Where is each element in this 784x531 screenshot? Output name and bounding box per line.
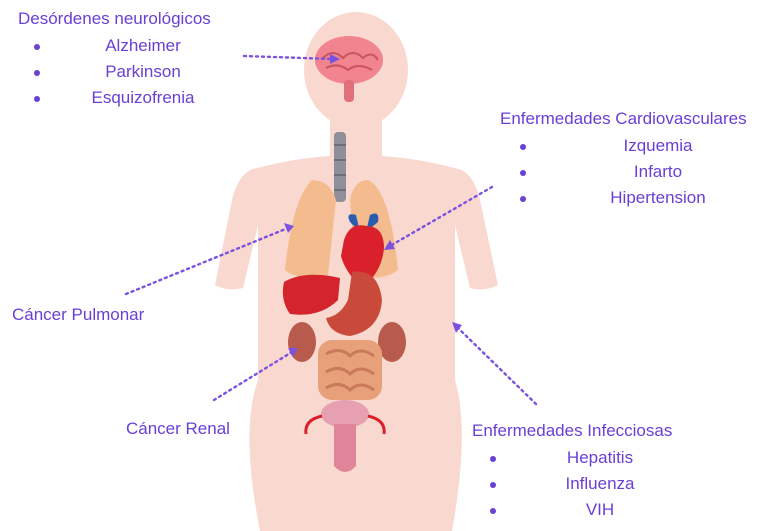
pulmonar-title: Cáncer Pulmonar — [12, 306, 144, 323]
bullet-icon — [34, 70, 40, 76]
bullet-icon — [490, 482, 496, 488]
cardio-item: Izquemia — [568, 137, 748, 154]
bullet-icon — [520, 144, 526, 150]
cardio-item: Infarto — [568, 163, 748, 180]
bullet-icon — [34, 96, 40, 102]
right-kidney-icon — [378, 322, 406, 362]
neuro-title: Desórdenes neurológicos — [18, 10, 211, 27]
bullet-icon — [520, 170, 526, 176]
cardio-item: Hipertension — [568, 189, 748, 206]
neuro-item: Alzheimer — [62, 37, 224, 54]
infecciosas-title: Enfermedades Infecciosas — [472, 422, 672, 439]
intestine-icon — [318, 340, 382, 400]
bullet-icon — [490, 508, 496, 514]
bullet-icon — [34, 44, 40, 50]
infecciosas-item: Influenza — [520, 475, 680, 492]
neuro-item: Esquizofrenia — [62, 89, 224, 106]
left-kidney-icon — [288, 322, 316, 362]
renal-title: Cáncer Renal — [126, 420, 230, 437]
infecciosas-item: VIH — [520, 501, 680, 518]
neuro-item: Parkinson — [62, 63, 224, 80]
cardio-title: Enfermedades Cardiovasculares — [500, 110, 747, 127]
trachea-icon — [334, 132, 346, 202]
bullet-icon — [490, 456, 496, 462]
arrow-infecciosas — [458, 328, 536, 404]
infecciosas-item: Hepatitis — [520, 449, 680, 466]
bullet-icon — [520, 196, 526, 202]
